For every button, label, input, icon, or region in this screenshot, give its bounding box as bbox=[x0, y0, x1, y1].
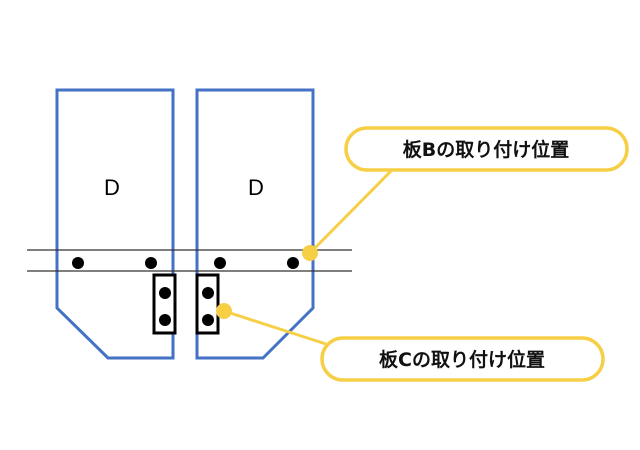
panel-left-label: D bbox=[104, 175, 120, 200]
callout-c-text: 板Cの取り付け位置 bbox=[379, 348, 545, 371]
callout-b-leader bbox=[308, 168, 394, 255]
plate-b-bolts bbox=[72, 257, 299, 269]
callout-c-pill bbox=[320, 336, 605, 382]
plate-c-bolts bbox=[159, 287, 214, 326]
callout-c-leader bbox=[223, 309, 327, 346]
callout-c-dot bbox=[216, 303, 232, 319]
panel-left bbox=[55, 88, 175, 360]
panel-right-label: D bbox=[248, 175, 264, 200]
callout-b-text: 板Bの取り付け位置 bbox=[403, 138, 569, 161]
callout-b-dot bbox=[302, 245, 318, 261]
callout-b-pill bbox=[344, 126, 629, 172]
